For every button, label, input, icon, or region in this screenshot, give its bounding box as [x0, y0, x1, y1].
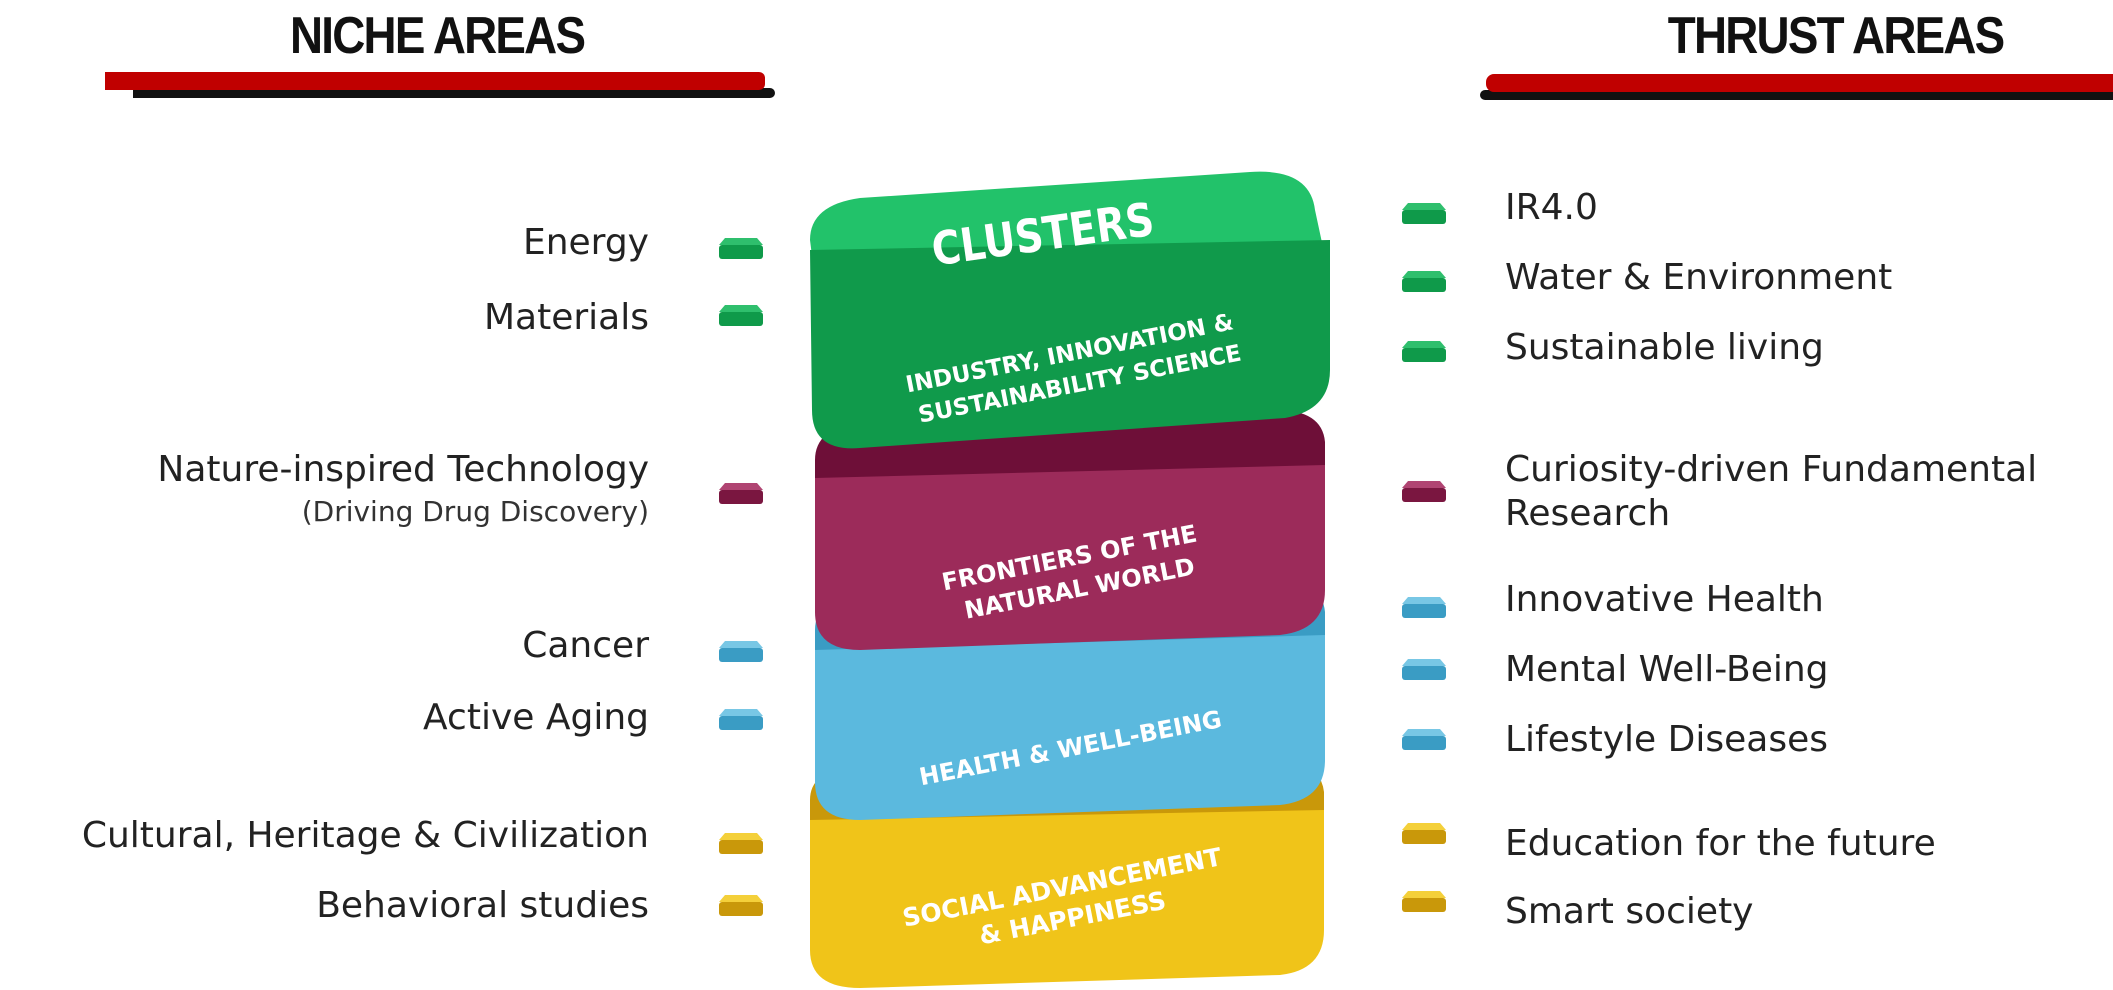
cluster-layer-frontiers: FRONTIERS OF THE NATURAL WORLD: [815, 409, 1325, 650]
niche-item-behavioral-studies: Behavioral studies: [316, 885, 649, 926]
niche-item-note: (Driving Drug Discovery): [301, 495, 649, 528]
niche-item-energy: Energy: [522, 222, 649, 263]
niche-heading-underline: [105, 72, 775, 102]
thrust-ir40-marker-icon: [1402, 203, 1446, 224]
thrust-item-education-future: Education for the future: [1505, 823, 1936, 864]
niche-item-nature-inspired-technology: Nature-inspired Technology: [157, 449, 649, 490]
thrust-lifestyle-marker-icon: [1402, 729, 1446, 750]
thrust-curiosity-marker-icon: [1402, 481, 1446, 502]
thrust-areas-heading: THRUST AREAS: [1667, 7, 2004, 65]
niche-item-active-aging: Active Aging: [423, 697, 649, 738]
niche-behavioral-marker-icon: [719, 895, 763, 916]
thrust-sustainable-marker-icon: [1402, 341, 1446, 362]
niche-areas-heading: NICHE AREAS: [290, 7, 586, 65]
niche-materials-marker-icon: [719, 305, 763, 326]
thrust-item-innovative-health: Innovative Health: [1505, 579, 1824, 620]
thrust-water-marker-icon: [1402, 271, 1446, 292]
thrust-heading-underline: [1480, 74, 2113, 104]
niche-energy-marker-icon: [719, 238, 763, 259]
niche-nature-marker-icon: [719, 483, 763, 504]
thrust-education-marker-icon: [1402, 823, 1446, 844]
cluster-layer-industry: CLUSTERS INDUSTRY, INNOVATION & SUSTAINA…: [810, 171, 1330, 449]
niche-active-aging-marker-icon: [719, 709, 763, 730]
niche-cultural-marker-icon: [719, 833, 763, 854]
thrust-innovative-health-marker-icon: [1402, 597, 1446, 618]
thrust-item-smart-society: Smart society: [1505, 891, 1754, 932]
thrust-item-mental-well-being: Mental Well-Being: [1505, 649, 1829, 690]
clusters-stack: SOCIAL ADVANCEMENT & HAPPINESS HEALTH & …: [810, 171, 1330, 988]
niche-item-cultural-heritage: Cultural, Heritage & Civilization: [81, 815, 649, 856]
thrust-item-curiosity-driven: Curiosity-driven Fundamental: [1505, 449, 2038, 490]
thrust-item-ir40: IR4.0: [1505, 187, 1598, 228]
thrust-smart-society-marker-icon: [1402, 891, 1446, 912]
niche-item-materials: Materials: [483, 297, 649, 338]
niche-cancer-marker-icon: [719, 641, 763, 662]
thrust-item-research: Research: [1505, 493, 1671, 534]
niche-item-cancer: Cancer: [522, 625, 649, 666]
thrust-mental-marker-icon: [1402, 659, 1446, 680]
thrust-item-sustainable-living: Sustainable living: [1505, 327, 1824, 368]
thrust-item-water-environment: Water & Environment: [1505, 257, 1893, 298]
thrust-item-lifestyle-diseases: Lifestyle Diseases: [1505, 719, 1828, 760]
